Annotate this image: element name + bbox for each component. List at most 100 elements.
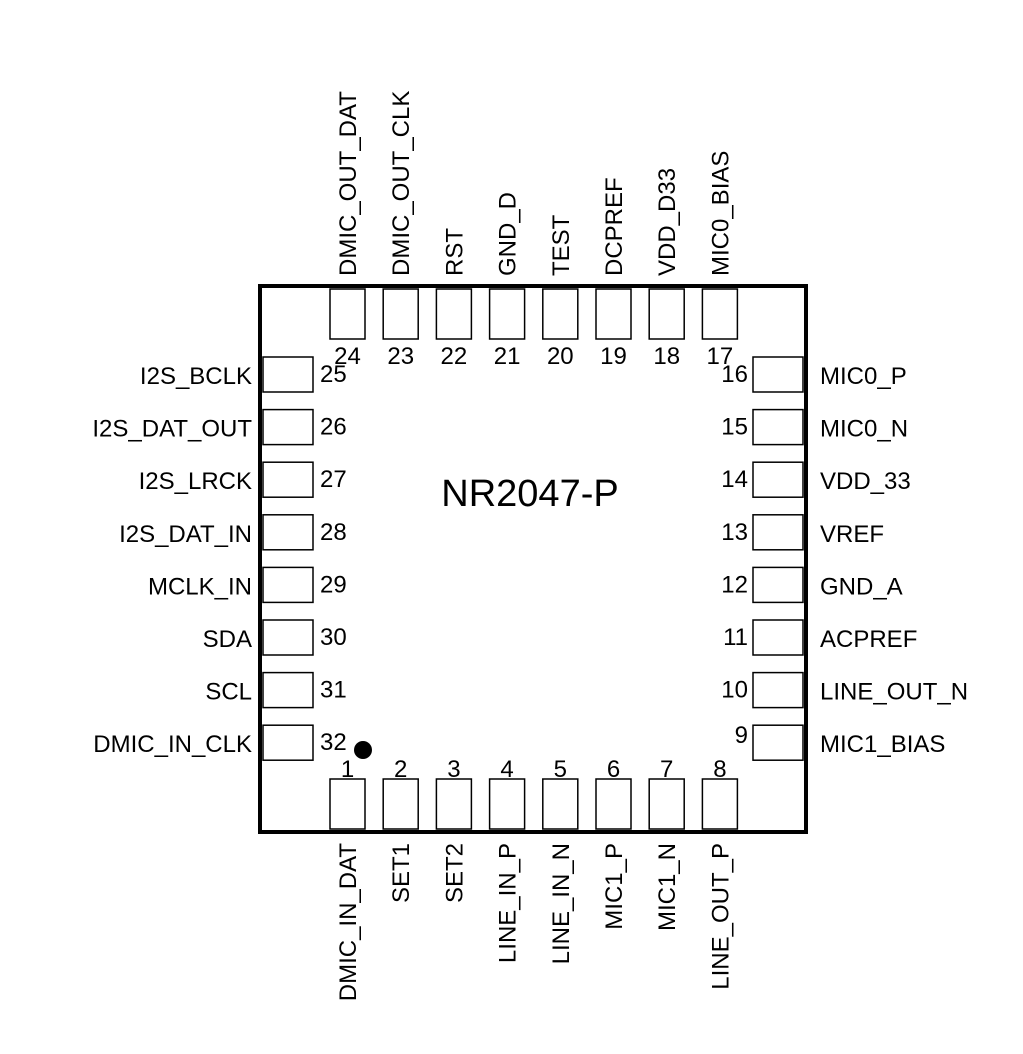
pin-label-5: LINE_IN_N (548, 843, 575, 964)
pin-pad-22 (435, 288, 473, 340)
pin-pad-6 (595, 778, 632, 830)
pin-label-12: GND_A (820, 573, 903, 600)
pin-pad-24 (329, 288, 366, 340)
pin-pad-27 (262, 461, 314, 498)
pin-number-24: 24 (334, 343, 361, 370)
pin-number-18: 18 (653, 343, 680, 370)
pin-label-13: VREF (820, 521, 884, 548)
pin-pad-13 (752, 514, 804, 551)
pin-label-16: MIC0_P (820, 363, 907, 390)
pin-label-14: VDD_33 (820, 468, 911, 495)
pin-number-29: 29 (320, 571, 347, 598)
pin-pad-4 (488, 778, 526, 830)
pin-pad-30 (262, 619, 314, 656)
pin-label-2: SET1 (388, 843, 415, 903)
pin-number-8: 8 (713, 756, 726, 783)
chip-name: NR2047-P (441, 473, 618, 515)
pin-number-21: 21 (494, 343, 521, 370)
pin-label-1: DMIC_IN_DAT (335, 843, 362, 1002)
pin-label-21: GND_D (495, 192, 522, 276)
pin-number-25: 25 (320, 361, 347, 388)
pin-number-27: 27 (320, 466, 347, 493)
pin-number-10: 10 (721, 677, 748, 704)
pin-label-28: I2S_DAT_IN (119, 521, 252, 548)
pin-pad-2 (382, 778, 419, 830)
pin-label-10: LINE_OUT_N (820, 679, 968, 706)
pin-pad-26 (262, 408, 314, 446)
pin-pad-28 (262, 514, 314, 551)
pin-label-15: MIC0_N (820, 416, 908, 443)
pin-label-23: DMIC_OUT_CLK (388, 91, 415, 276)
pin-pad-12 (752, 566, 804, 604)
pin-label-9: MIC1_BIAS (820, 731, 945, 758)
pin-pad-31 (262, 671, 314, 709)
pin-number-7: 7 (660, 756, 673, 783)
pin-pad-20 (542, 288, 579, 340)
pin-label-30: SDA (203, 626, 252, 653)
pin-number-3: 3 (447, 756, 460, 783)
pin-pad-23 (382, 288, 419, 340)
pin-number-16: 16 (721, 361, 748, 388)
pin-number-15: 15 (721, 414, 748, 441)
pin-pad-16 (752, 356, 804, 393)
pin-number-9: 9 (735, 722, 748, 749)
pin-pad-25 (262, 356, 314, 393)
pin-number-28: 28 (320, 519, 347, 546)
pin-label-17: MIC0_BIAS (707, 151, 734, 276)
pin-pad-10 (752, 671, 804, 709)
pin-label-7: MIC1_N (654, 843, 681, 931)
pin-number-1: 1 (341, 756, 354, 783)
pin-label-11: ACPREF (820, 626, 917, 653)
pin-number-13: 13 (721, 519, 748, 546)
pin-number-30: 30 (320, 624, 347, 651)
pin-number-11: 11 (723, 624, 748, 651)
pin-pad-18 (648, 288, 685, 340)
pin-pad-1 (329, 778, 366, 830)
pin-label-25: I2S_BCLK (140, 363, 252, 390)
pin1-marker-dot (354, 741, 372, 759)
pin-number-17: 17 (707, 343, 734, 370)
pin-number-23: 23 (387, 343, 414, 370)
pin-pad-17 (701, 288, 739, 340)
pin-pad-8 (701, 778, 739, 830)
pin-pad-9 (752, 724, 804, 761)
pin-label-18: VDD_D33 (654, 168, 681, 276)
pin-number-12: 12 (721, 571, 748, 598)
pin-label-20: TEST (548, 214, 575, 276)
pin-number-4: 4 (500, 756, 513, 783)
pin-number-14: 14 (721, 466, 748, 493)
pin-label-32: DMIC_IN_CLK (93, 731, 252, 758)
pin-number-20: 20 (547, 343, 574, 370)
pin-pad-5 (542, 778, 579, 830)
pin-pad-7 (648, 778, 685, 830)
pin-number-32: 32 (320, 729, 347, 756)
pin-pad-14 (752, 461, 804, 498)
pin-pad-15 (752, 408, 804, 446)
pin-pad-21 (488, 288, 526, 340)
pin-label-22: RST (441, 228, 468, 276)
pin-pad-19 (595, 288, 632, 340)
pin-label-8: LINE_OUT_P (707, 843, 734, 990)
pin-label-26: I2S_DAT_OUT (92, 416, 252, 443)
pin-label-24: DMIC_OUT_DAT (335, 91, 362, 276)
pin-number-6: 6 (607, 756, 620, 783)
pin-number-22: 22 (441, 343, 468, 370)
pin-pad-29 (262, 566, 314, 604)
pin-number-5: 5 (554, 756, 567, 783)
pin-label-31: SCL (205, 679, 252, 706)
pin-number-19: 19 (600, 343, 627, 370)
pin-pad-32 (262, 724, 314, 761)
pin-label-29: MCLK_IN (148, 573, 252, 600)
pin-number-26: 26 (320, 414, 347, 441)
pin-number-2: 2 (394, 756, 407, 783)
pins-layer: 25I2S_BCLK26I2S_DAT_OUT27I2S_LRCK28I2S_D… (92, 91, 968, 1002)
pin-number-31: 31 (320, 677, 347, 704)
pin-label-19: DCPREF (601, 177, 628, 276)
pin-label-27: I2S_LRCK (139, 468, 252, 495)
pin-pad-3 (435, 778, 473, 830)
chip-body (258, 284, 808, 834)
pin-label-3: SET2 (441, 843, 468, 903)
pin-label-4: LINE_IN_P (495, 843, 522, 963)
pin-label-6: MIC1_P (601, 843, 628, 930)
